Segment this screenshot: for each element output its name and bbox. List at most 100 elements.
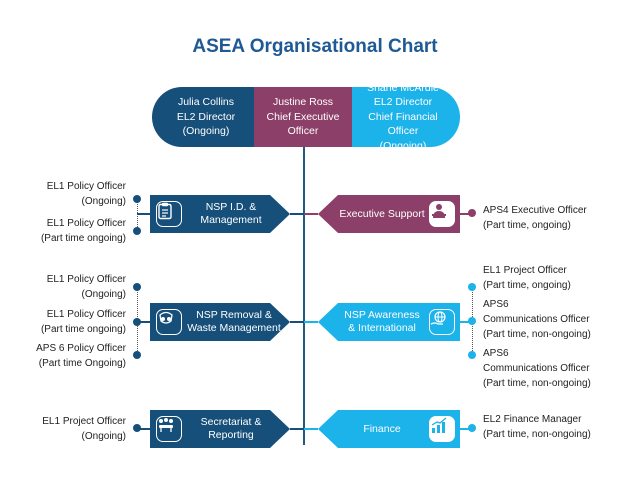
connector-line	[290, 213, 304, 215]
staff-el1-policy-officer: EL1 Policy Officer(Part time ongoing)	[0, 307, 126, 337]
unit-label: NSP Awareness& International	[334, 303, 430, 341]
connector-line	[460, 213, 472, 215]
director-julia-collins-box: Julia Collins EL2 Director (Ongoing)	[152, 87, 254, 147]
header-line: Officer	[287, 125, 319, 138]
staff-node-dot	[133, 424, 141, 432]
staff-line: (Part time, non-ongoing)	[483, 329, 591, 340]
header-line: (Ongoing)	[379, 139, 427, 152]
globe-hand-icon	[429, 309, 455, 335]
unit-shape	[150, 195, 290, 233]
staff-line: (Part time Ongoing)	[38, 358, 126, 369]
connector-line	[304, 213, 318, 215]
connector-line	[304, 428, 318, 430]
unit-label: NSP I.D. &Management	[186, 195, 276, 233]
connector-line	[290, 321, 304, 323]
staff-el1-project-officer: EL1 Project Officer (Part time, ongoing)	[483, 263, 623, 293]
staff-line: EL2 Finance Manager	[483, 414, 582, 425]
staff-line: EL1 Project Officer	[42, 416, 126, 427]
unit-label-line: Reporting	[208, 429, 254, 441]
unit-label-line: Finance	[363, 422, 401, 435]
staff-el1-policy-officer: EL1 Policy Officer (Ongoing)	[0, 179, 126, 209]
unit-shape	[318, 410, 460, 448]
unit-label-line: & International	[348, 322, 416, 334]
respirator-mask-icon	[156, 309, 182, 335]
unit-executive-support: Executive Support	[318, 195, 460, 233]
staff-node-dot	[468, 209, 476, 217]
staff-el1-policy-officer: EL1 Policy Officer (Part time ongoing)	[0, 216, 126, 246]
unit-label-line: Waste Management	[187, 322, 281, 334]
staff-aps4-executive-officer: APS4 Executive Officer (Part time, ongoin…	[483, 203, 623, 233]
staff-line: (Ongoing)	[81, 289, 126, 300]
connector-line	[304, 321, 318, 323]
unit-shape	[150, 410, 290, 448]
staff-node-dot	[133, 351, 141, 359]
connector-line	[290, 428, 304, 430]
unit-label: NSP Removal &Waste Management	[186, 303, 282, 341]
staff-line: Communications Officer	[483, 314, 590, 325]
staff-line: APS4 Executive Officer	[483, 205, 587, 216]
connector-line	[460, 321, 472, 323]
staff-node-dot	[468, 283, 476, 291]
staff-line: EL1 Project Officer	[483, 265, 567, 276]
connector-line	[137, 321, 150, 323]
staff-line: EL1 Policy Officer	[46, 218, 126, 229]
unit-label: Secretariat &Reporting	[186, 410, 276, 448]
header-line: Chief Financial Officer	[368, 110, 438, 138]
unit-label-line: Executive Support	[339, 207, 425, 220]
staff-line: (Ongoing)	[81, 196, 126, 207]
staff-aps6-policy-officer: APS 6 Policy Officer (Part time Ongoing)	[0, 341, 126, 371]
clipboard-icon	[156, 201, 182, 227]
connector-line	[137, 213, 150, 215]
connector-line	[460, 428, 472, 430]
staff-line: (Part time, ongoing)	[483, 280, 571, 291]
staff-line: EL1 Policy Officer	[46, 309, 126, 320]
unit-label-line: Management	[200, 214, 262, 226]
unit-finance: Finance	[318, 410, 460, 448]
cfo-shane-mcardle-box: Shane McArdle EL2 Director Chief Financi…	[352, 82, 460, 152]
staff-node-dot	[133, 283, 141, 291]
staff-line: APS 6 Policy Officer	[36, 343, 126, 354]
unit-nsp-id-management: NSP I.D. &Management	[150, 195, 290, 233]
staff-el1-policy-officer: EL1 Policy Officer(Ongoing)	[0, 272, 126, 302]
header-line: Chief Executive	[266, 110, 340, 123]
staff-line: APS6	[483, 299, 509, 310]
unit-label-line: NSP I.D. &	[205, 201, 257, 213]
executive-person-icon	[429, 201, 455, 227]
staff-line: (Part time, ongoing)	[483, 220, 571, 231]
staff-node-dot	[468, 424, 476, 432]
unit-nsp-removal-waste-management: NSP Removal &Waste Management	[150, 303, 290, 341]
unit-secretariat-reporting: Secretariat &Reporting	[150, 410, 290, 448]
unit-label-line: Secretariat &	[200, 416, 262, 428]
unit-shape	[150, 303, 290, 341]
staff-node-dot	[468, 351, 476, 359]
staff-line: (Part time, non-ongoing)	[483, 378, 591, 389]
staff-el1-project-officer: EL1 Project Officer(Ongoing)	[0, 414, 126, 444]
unit-shape	[318, 303, 460, 341]
header-line: EL2 Director	[373, 96, 433, 109]
staff-el2-finance-manager: EL2 Finance Manager(Part time, non-ongoi…	[483, 412, 623, 442]
dotted-connector	[137, 199, 138, 231]
staff-line: APS6	[483, 348, 509, 359]
staff-line: (Part time ongoing)	[40, 233, 126, 244]
staff-line: Communications Officer	[483, 363, 590, 374]
unit-label: Finance	[334, 410, 430, 448]
org-spine-line	[303, 147, 305, 445]
connector-line	[137, 428, 150, 430]
staff-node-dot	[468, 317, 476, 325]
header-line: (Ongoing)	[182, 125, 230, 138]
header-line: Shane McArdle	[367, 81, 439, 94]
unit-shape	[318, 195, 460, 233]
unit-label-line: NSP Removal &	[196, 309, 272, 321]
unit-label: Executive Support	[334, 195, 430, 233]
unit-label-line: NSP Awareness	[344, 309, 420, 321]
header-line: Justine Ross	[272, 96, 334, 109]
staff-node-dot	[133, 195, 141, 203]
staff-node-dot	[133, 227, 141, 235]
header-line: Julia Collins	[177, 96, 234, 109]
unit-nsp-awareness-international: NSP Awareness& International	[318, 303, 460, 341]
growth-chart-icon	[429, 416, 455, 442]
staff-line: EL1 Policy Officer	[46, 181, 126, 192]
chart-title: ASEA Organisational Chart	[192, 36, 438, 57]
header-line: EL2 Director	[176, 110, 236, 123]
